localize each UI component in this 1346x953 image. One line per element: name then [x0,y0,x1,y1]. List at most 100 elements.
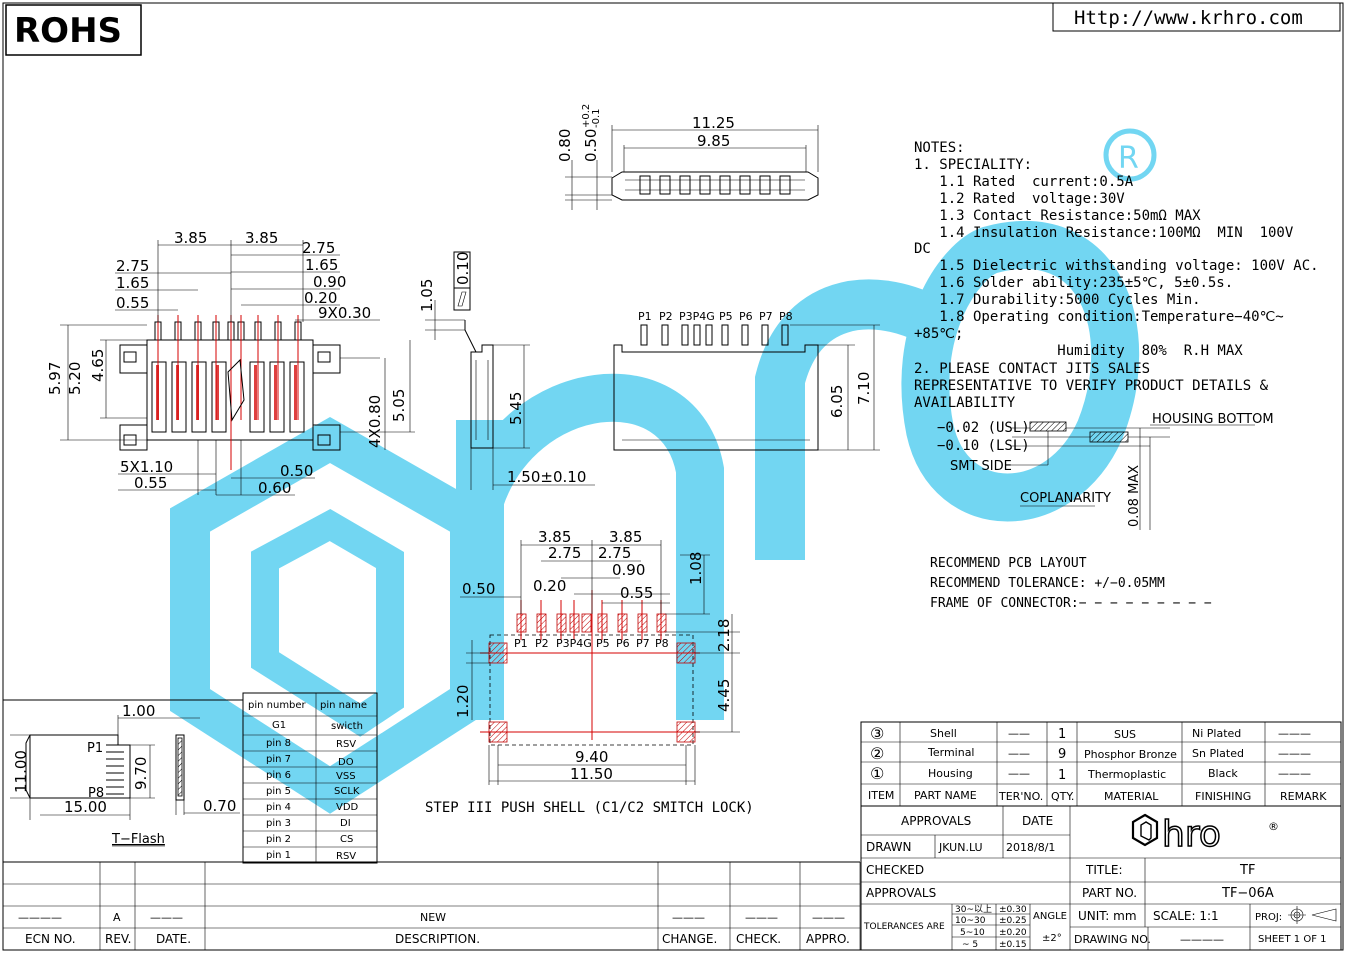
pcb-dim-9-40: 9.40 [575,748,608,766]
pin-row-2-num: pin 7 [266,754,291,765]
dim-1-65-left: 1.65 [116,274,149,292]
bom-item-2: ② [870,744,884,763]
pcb-caption: STEP III PUSH SHELL (C1/C2 SMITCH LOCK) [425,800,754,816]
pin-row-0-name: swicth [331,721,363,732]
pcb-dim-2-18: 2.18 [715,619,733,652]
tb-tol-val-1: ±0.30 [999,905,1027,915]
dim-0-55-bottom: 0.55 [134,474,167,492]
tb-tol-range-4: ~ 5 [962,940,978,950]
tb-date: DATE [1022,814,1053,828]
rear-pin-8: P8 [779,310,793,323]
rev-row-desc: NEW [420,911,446,924]
tb-drawn-date: 2018/8/1 [1006,841,1055,854]
url-text: Http://www.krhro.com [1074,7,1303,29]
pin-table-header-name: pin name [320,700,367,711]
pcb-dim-0-90: 0.90 [612,561,645,579]
pcb-dim-1-20: 1.20 [454,685,472,718]
tb-sheet: SHEET 1 OF 1 [1258,934,1327,945]
dim-7-10: 7.10 [855,372,873,405]
dim-0-55: 0.55 [116,294,149,312]
side-view: 1.05 0.10 5.45 1.50±0.10 [418,251,595,490]
note-line-15: AVAILABILITY [914,395,1016,411]
tb-approvals: APPROVALS [901,814,971,828]
rev-header-appro: APPRO. [806,932,850,946]
copl-housing: HOUSING BOTTOM [1152,412,1274,427]
pin-row-7-name: CS [340,834,353,845]
tf-dim-11-00: 11.00 [12,750,30,793]
pcb-dim-3-85-left: 3.85 [538,528,571,546]
tb-approvals-2: APPROVALS [866,886,936,900]
copl-max: 0.08 MAX [1127,465,1142,527]
tb-drawn-by: JKUN.LU [938,841,983,854]
pcb-layout: P1 P2 P3P4G P5 P6 P7 P8 3.85 3.85 2.75 2… [425,528,754,816]
svg-text:R: R [1118,141,1139,176]
tol-minus: -0.1 [591,108,602,128]
tf-dim-15-00: 15.00 [64,798,107,816]
pcb-line-3: FRAME OF CONNECTOR:− − − − − − − − − [930,596,1212,611]
rev-row-change: ——— [672,911,705,924]
note-line-5: 1.4 Insulation Resistance:100MΩ MIN 100V [914,225,1294,241]
bom-qty-1: 1 [1058,768,1066,783]
dim-5-05: 5.05 [390,389,408,422]
pcb-dim-2-75-left: 2.75 [548,544,581,562]
bom-header-name: PART NAME [914,789,977,802]
dim-3-85-left: 3.85 [174,229,207,247]
pcb-dim-0-20: 0.20 [533,577,566,595]
pcb-dim-0-55: 0.55 [620,584,653,602]
bom-item-3: ③ [870,724,884,743]
rev-header-check: CHECK. [736,932,781,946]
dim-5-97: 5.97 [46,362,64,395]
tf-p1: P1 [87,741,103,756]
registered-icon: ® [1268,820,1279,833]
copl-title: COPLANARITY [1020,491,1111,506]
dim-6-05: 6.05 [828,385,846,418]
copl-lsl: −0.10 (LSL) [937,438,1030,454]
url-box [1052,2,1341,32]
rev-header-date: DATE. [156,932,191,946]
tf-label: T−Flash [111,832,165,847]
dim-9-85: 9.85 [697,132,730,150]
pin-row-5-num: pin 4 [266,802,291,813]
rear-pin-6: P6 [739,310,753,323]
pin-row-8-name: RSV [336,851,356,862]
pcb-pin-3: P3P4G [556,637,592,650]
revision-table: ECN NO. REV. DATE. DESCRIPTION. CHANGE. … [3,861,861,950]
tb-tol-range-3: 5~10 [960,928,985,938]
tb-proj: PROJ: [1255,912,1282,923]
note-line-11: +85℃; [914,326,963,342]
dim-4x0-80: 4X0.80 [366,395,384,448]
pin-row-1-num: pin 8 [266,738,291,749]
tb-partno-label: PART NO. [1082,886,1137,900]
dim-0-80: 0.80 [556,129,574,162]
hro-logo: hro ® [1131,813,1279,856]
note-line-4: 1.3 Contact Resistance:50mΩ MAX [914,208,1201,224]
pin-row-2-name: DO [338,757,354,768]
top-view: 11.25 9.85 0.80 0.50 +0.2 -0.1 [556,104,819,210]
bom-item-1: ① [870,764,884,783]
note-line-10: 1.8 Operating condition:Temperature−40℃~ [914,309,1284,325]
note-line-8: 1.6 Solder ability:235±5℃, 5±0.5s. [914,275,1233,291]
hro-logo-text: hro [1162,814,1221,855]
bom-header-ter: TER'NO. [998,790,1043,803]
tb-tolerances: TOLERANCES ARE [863,922,945,932]
bom-table: ③ Shell —— 1 SUS Ni Plated ——— ② Termina… [860,721,1342,807]
rear-pin-2: P2 [659,310,673,323]
tb-drawing-no-val: ———— [1180,933,1224,946]
pin-row-5-name: VDD [336,802,359,813]
bom-header-material: MATERIAL [1104,790,1159,803]
tb-title: TF [1239,863,1255,878]
pcb-pin-1: P1 [514,637,528,650]
pcb-dim-1-08: 1.08 [687,552,705,585]
bom-name-2: Terminal [927,746,975,759]
rear-pin-7: P7 [759,310,773,323]
pcb-dim-2-75-right: 2.75 [598,544,631,562]
pcb-pin-8: P8 [655,637,669,650]
bom-remark-1: ——— [1278,767,1311,780]
note-line-9: 1.7 Durability:5000 Cycles Min. [914,292,1201,308]
tb-tol-val-2: ±0.25 [999,916,1027,926]
rev-row-rev: A [113,911,121,924]
note-line-2: 1.1 Rated current:0.5A [914,174,1134,190]
dim-2-75-right: 2.75 [302,239,335,257]
pin-row-4-name: SCLK [334,786,360,797]
